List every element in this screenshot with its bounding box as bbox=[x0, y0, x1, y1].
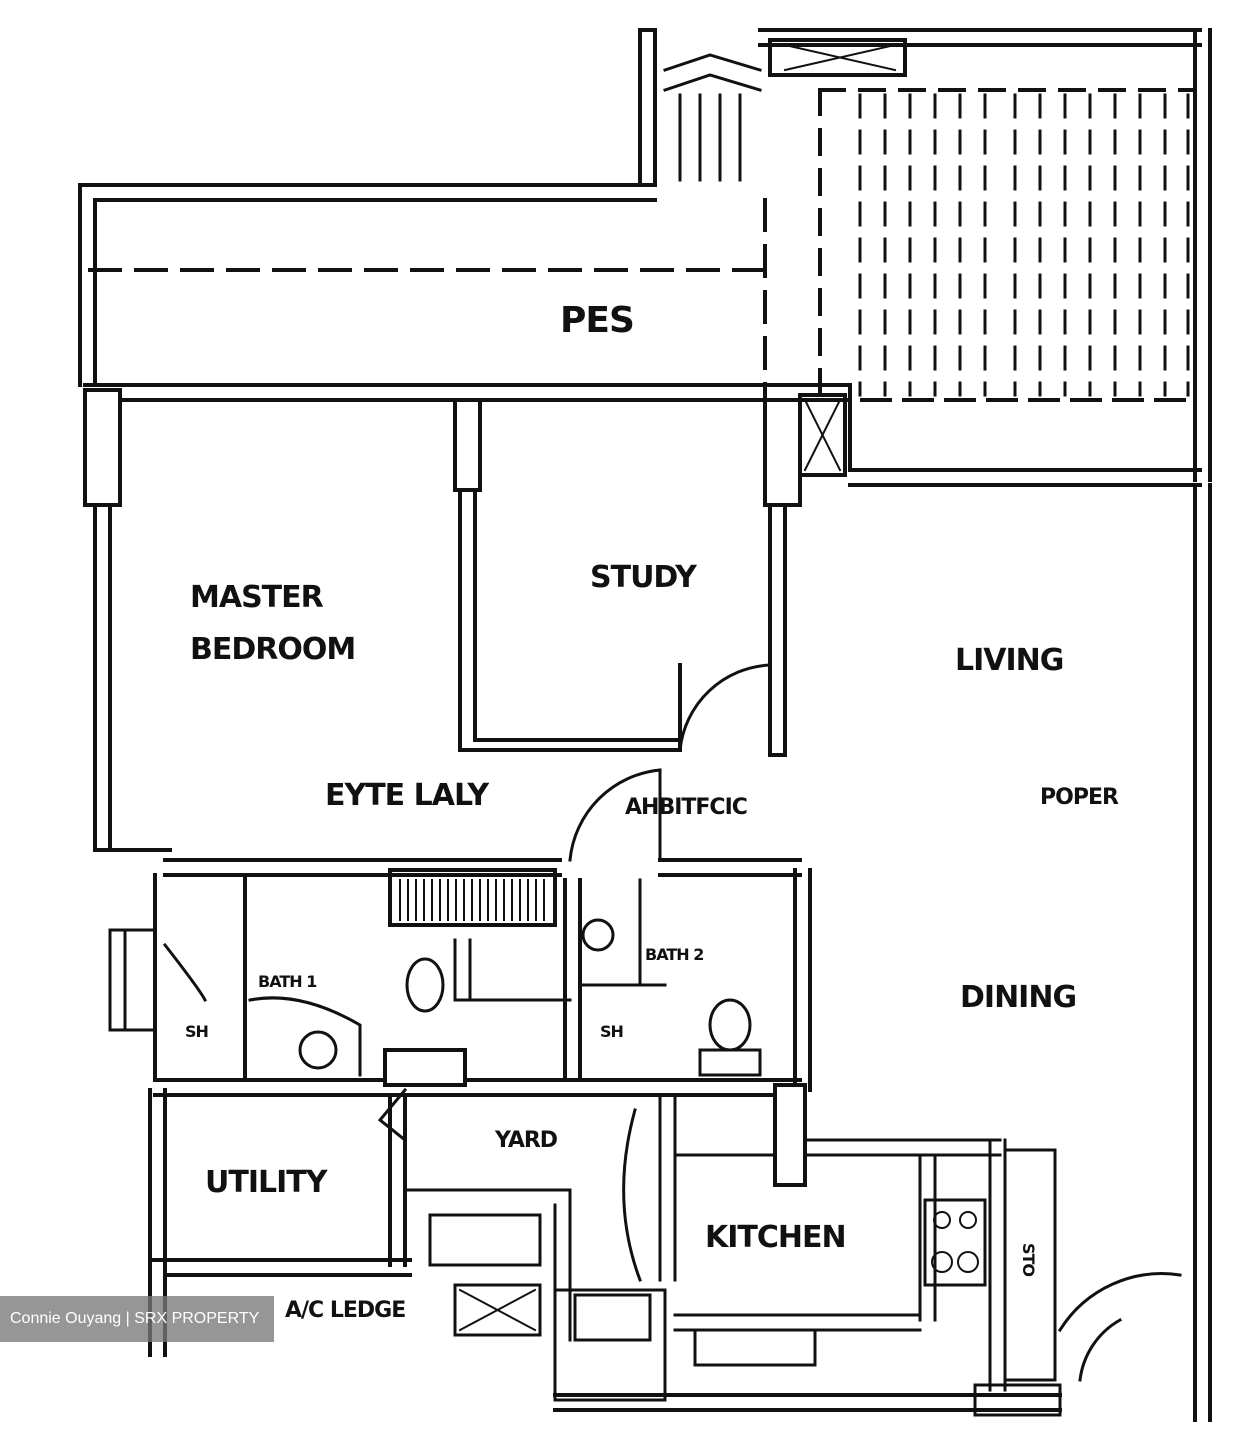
master-bedroom-label-line2: BEDROOM bbox=[190, 632, 356, 667]
center-hall-label: AHBITFCIC bbox=[625, 795, 748, 820]
balcony-area bbox=[638, 28, 1212, 482]
service-walls bbox=[148, 1048, 1182, 1417]
dining-label: DINING bbox=[960, 980, 1077, 1015]
master-bedroom-label-line1: MASTER bbox=[190, 580, 324, 615]
pes-outline bbox=[78, 88, 1197, 402]
living-label: LIVING bbox=[955, 643, 1064, 678]
bath2-label: BATH 2 bbox=[645, 945, 704, 964]
pes-paving bbox=[858, 93, 1190, 397]
study-walls bbox=[458, 488, 787, 757]
entry-hall-label: EYTE LALY bbox=[325, 778, 489, 813]
pes-label: PES bbox=[560, 300, 635, 341]
store-label: STO bbox=[1019, 1242, 1039, 1277]
outer-walls bbox=[83, 383, 1212, 1422]
entrance-door bbox=[568, 768, 662, 862]
ac-ledge-label: A/C LEDGE bbox=[285, 1298, 406, 1323]
watermark: Connie Ouyang | SRX PROPERTY bbox=[0, 1296, 274, 1342]
sh2-label: SH bbox=[600, 1022, 624, 1041]
foyer-label: POPER bbox=[1040, 785, 1119, 810]
kitchen-label: KITCHEN bbox=[705, 1220, 847, 1255]
sh1-label: SH bbox=[185, 1022, 209, 1041]
bath-walls bbox=[108, 858, 812, 1097]
utility-label: UTILITY bbox=[205, 1165, 327, 1200]
bath1-label: BATH 1 bbox=[258, 972, 317, 991]
yard-label: YARD bbox=[495, 1128, 558, 1153]
study-label: STUDY bbox=[590, 560, 697, 595]
